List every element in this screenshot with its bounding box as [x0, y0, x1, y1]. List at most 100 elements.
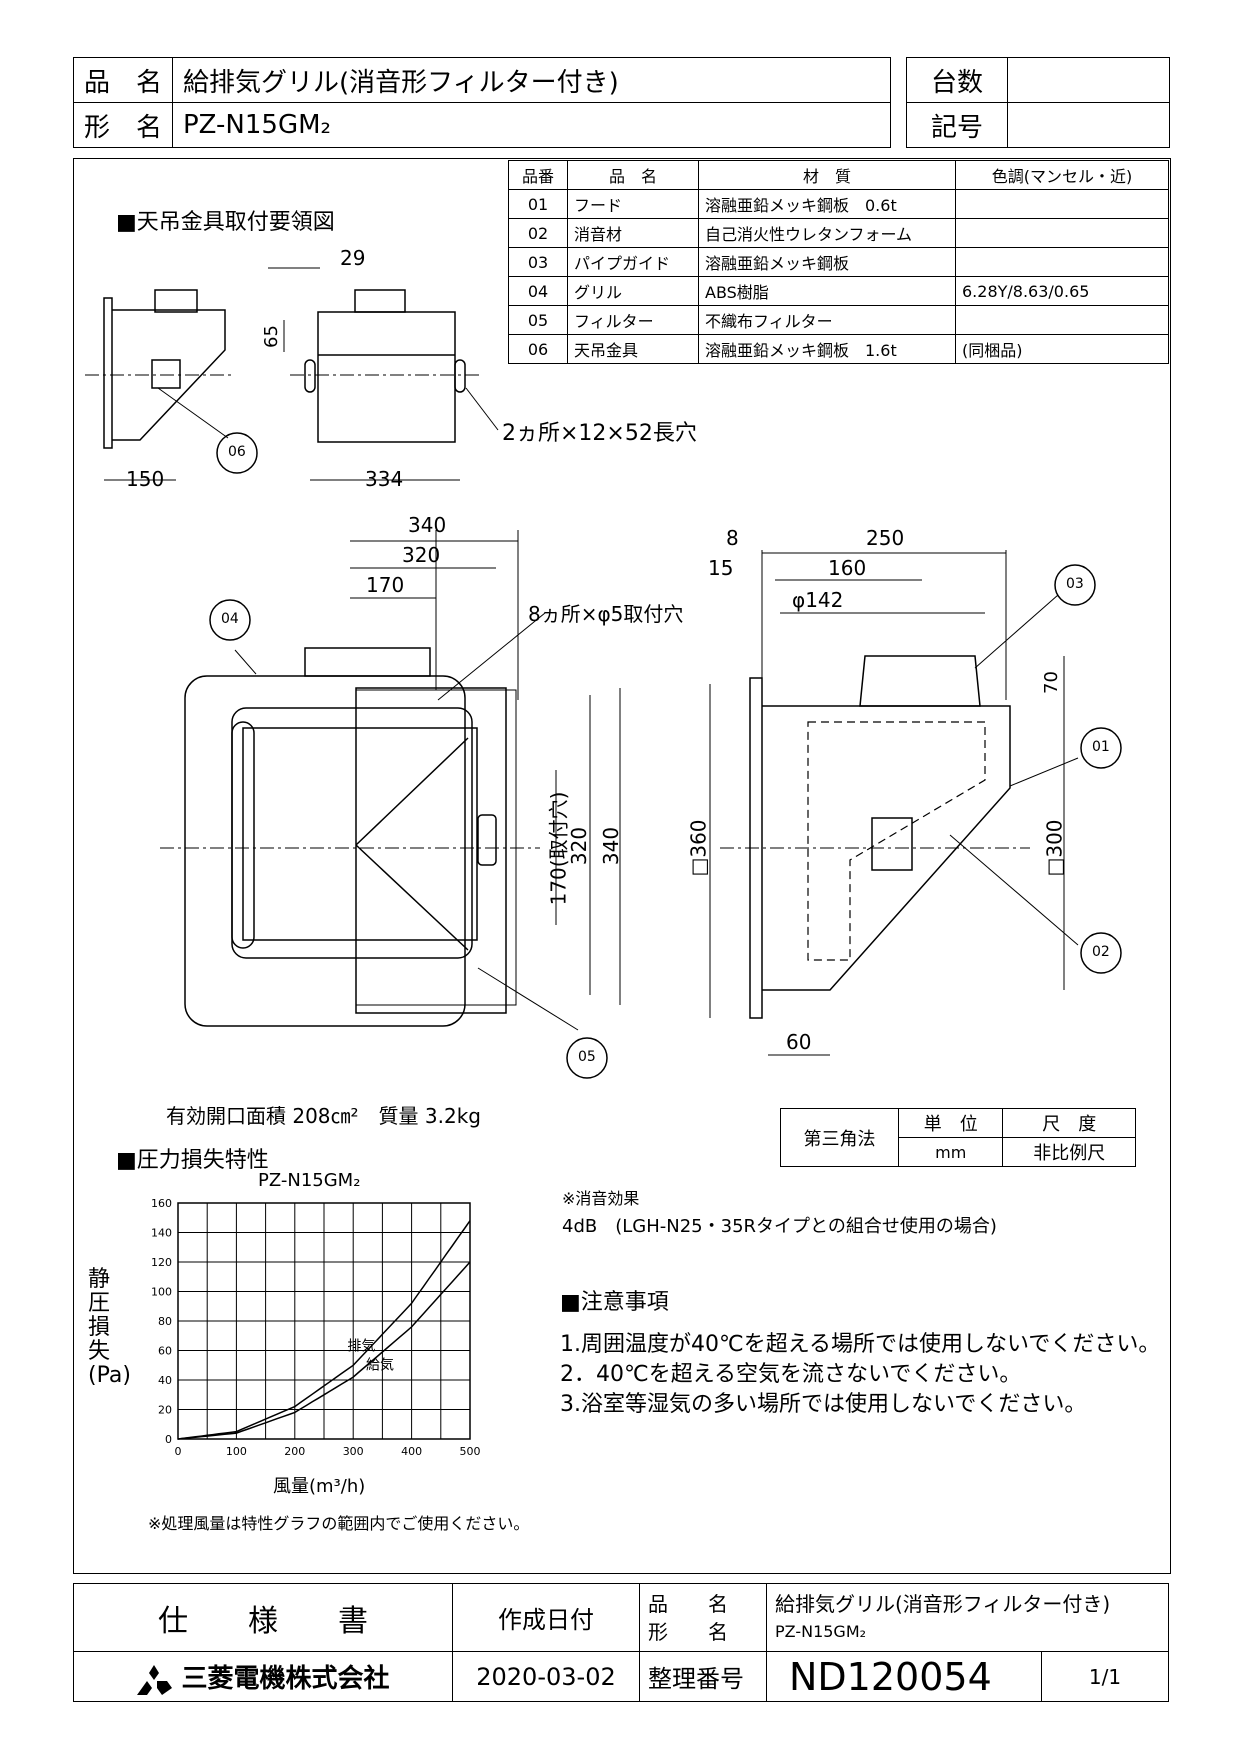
callout-06	[216, 432, 258, 474]
part-material: 溶融亜鉛メッキ鋼板 0.6t	[698, 189, 956, 219]
y-tick-label: 100	[151, 1286, 172, 1299]
callout-01	[1080, 727, 1122, 769]
y-tick-label: 140	[151, 1227, 172, 1240]
table-row: 06 天吊金具 溶融亜鉛メッキ鋼板 1.6t (同梱品)	[508, 334, 1169, 364]
callout-04	[209, 599, 251, 641]
callout-05	[566, 1037, 608, 1079]
callout-03	[1054, 564, 1096, 606]
company-name: 三菱電機株式会社	[181, 1664, 390, 1694]
technical-drawing	[85, 267, 1122, 1079]
callout-label-02: 02	[1092, 944, 1110, 960]
parts-table: 品番 品 名 材 質 色調(マンセル・近) 01 フード 溶融亜鉛メッキ鋼板 0…	[508, 160, 1169, 364]
part-material: 自己消火性ウレタンフォーム	[698, 218, 956, 248]
part-name: 天吊金具	[567, 334, 699, 364]
dim-340-top: 340	[408, 513, 447, 537]
mitsubishi-logo-icon	[137, 1664, 173, 1695]
x-tick-label: 500	[460, 1445, 481, 1458]
x-tick-label: 0	[175, 1445, 182, 1458]
part-color	[955, 247, 1169, 277]
page-number: 1/1	[1041, 1651, 1169, 1702]
area-mass-spec: 有効開口面積 208㎝² 質量 3.2kg	[166, 1104, 481, 1128]
quantity-table: 台数 記号	[906, 57, 1170, 148]
part-name: フード	[567, 189, 699, 219]
callout-label-05: 05	[578, 1049, 596, 1065]
footer-hinmei-value: 給排気グリル(消音形フィルター付き)	[775, 1591, 1111, 1616]
table-row: 04 グリル ABS樹脂 6.28Y/8.63/0.65	[508, 276, 1169, 306]
part-name: パイプガイド	[567, 247, 699, 277]
hinmei-label: 品 名	[73, 57, 173, 103]
daisu-value	[1007, 57, 1170, 103]
part-color: (同梱品)	[955, 334, 1169, 364]
caution-title: ■注意事項	[560, 1290, 669, 1315]
part-name: 消音材	[567, 218, 699, 248]
part-color	[955, 189, 1169, 219]
callout-label-06: 06	[228, 444, 246, 460]
y-tick-label: 60	[158, 1345, 172, 1358]
callout-label-03: 03	[1066, 576, 1084, 592]
chart-ylabel: 静圧損失(Pa)	[88, 1267, 131, 1388]
slot-note: 2ヵ所×12×52長穴	[502, 421, 697, 446]
caution-item: 3.浴室等湿気の多い場所では使用しないでください。	[560, 1392, 1087, 1417]
footer-hinmei-label: 品 名	[648, 1591, 728, 1616]
chart-title: PZ-N15GM₂	[258, 1170, 361, 1191]
callout-02	[1080, 932, 1122, 974]
kigo-value	[1007, 102, 1170, 148]
parts-header-material: 材 質	[698, 160, 956, 190]
y-tick-label: 40	[158, 1374, 172, 1387]
dim-340-vert: 340	[599, 826, 624, 866]
unit-value: mm	[897, 1137, 1004, 1167]
chart-note: ※処理風量は特性グラフの範囲内でご使用ください。	[148, 1514, 530, 1533]
pressure-loss-title: ■圧力損失特性	[116, 1148, 269, 1173]
doc-title: 仕 様 書	[73, 1583, 453, 1652]
table-row: 05 フィルター 不織布フィルター	[508, 305, 1169, 335]
kigo-label: 記号	[906, 102, 1008, 148]
footer-katamei-label: 形 名	[648, 1619, 728, 1644]
part-no: 06	[508, 334, 568, 364]
series-label: 排気	[347, 1339, 375, 1355]
dim-29: 29	[340, 246, 366, 270]
part-color: 6.28Y/8.63/0.65	[955, 276, 1169, 306]
scale-value: 非比例尺	[1002, 1137, 1136, 1167]
table-row: 03 パイプガイド 溶融亜鉛メッキ鋼板	[508, 247, 1169, 277]
dim-phi142: φ142	[792, 588, 844, 612]
footer-table: 仕 様 書 作成日付 品 名 形 名 給排気グリル(消音形フィルター付き) PZ…	[73, 1583, 1169, 1702]
x-tick-label: 200	[284, 1445, 305, 1458]
caution-item: 2．40℃を超える空気を流さないでください。	[560, 1362, 1022, 1387]
dim-70: 70	[1040, 671, 1062, 694]
katamei-label: 形 名	[73, 102, 173, 148]
part-material: 溶融亜鉛メッキ鋼板 1.6t	[698, 334, 956, 364]
part-no: 01	[508, 189, 568, 219]
series-line-supply	[177, 1261, 471, 1440]
product-header-table: 品 名 給排気グリル(消音形フィルター付き) 形 名 PZ-N15GM₂	[73, 57, 891, 148]
sound-effect-text: 4dB (LGH-N25・35Rタイプとの組合せ使用の場合)	[562, 1216, 997, 1237]
part-no: 05	[508, 305, 568, 335]
dim-15: 15	[708, 556, 734, 580]
y-tick-label: 0	[165, 1433, 172, 1446]
caution-item: 1.周囲温度が40℃を超える場所では使用しないでください。	[560, 1332, 1161, 1357]
y-tick-label: 80	[158, 1315, 172, 1328]
part-name: グリル	[567, 276, 699, 306]
part-material: 溶融亜鉛メッキ鋼板	[698, 247, 956, 277]
chart-xlabel: 風量(m³/h)	[273, 1476, 366, 1497]
chart-frame	[177, 1202, 471, 1440]
callout-label-01: 01	[1092, 739, 1110, 755]
table-row: 01 フード 溶融亜鉛メッキ鋼板 0.6t	[508, 189, 1169, 219]
dim-150: 150	[126, 467, 165, 491]
parts-header-name: 品 名	[567, 160, 699, 190]
sound-effect-title: ※消音効果	[562, 1189, 640, 1208]
x-tick-label: 400	[401, 1445, 422, 1458]
dim-320-top: 320	[402, 543, 441, 567]
series-line-exhaust	[177, 1220, 471, 1440]
seiri-value: ND120054	[766, 1651, 1042, 1702]
dim-170-vert: 170(取付穴)	[546, 791, 571, 906]
katamei-value: PZ-N15GM₂	[172, 102, 891, 148]
name-labels: 品 名 形 名	[639, 1583, 767, 1652]
series-label: 給気	[366, 1358, 394, 1374]
y-tick-label: 160	[151, 1197, 172, 1210]
dim-334: 334	[365, 467, 404, 491]
hinmei-value: 給排気グリル(消音形フィルター付き)	[172, 57, 891, 103]
dim-250: 250	[866, 526, 905, 550]
mount-diagram-title: ■天吊金具取付要領図	[116, 210, 335, 235]
dim-8: 8	[726, 526, 739, 550]
